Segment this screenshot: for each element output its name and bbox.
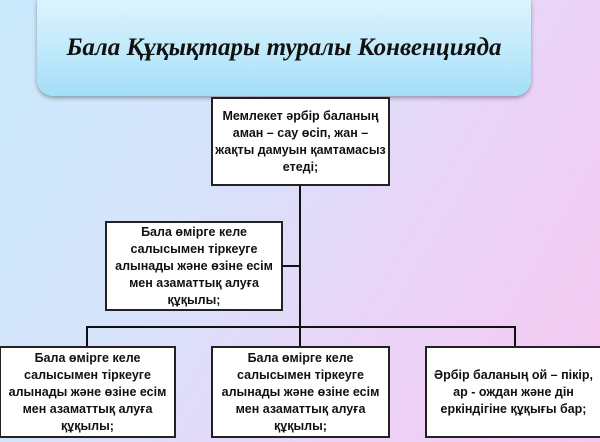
node-root: Мемлекет әрбір баланың аман – сау өсіп, … (211, 97, 390, 186)
node-bottom-left: Бала өмірге келе салысымен тіркеуге алын… (0, 346, 176, 438)
connector-trunk (299, 185, 301, 328)
title-banner: Бала Құқықтары туралы Конвенцияда (37, 0, 531, 96)
connector-horizontal (86, 326, 516, 328)
node-middle: Бала өмірге келе салысымен тіркеуге алын… (105, 221, 283, 311)
connector-center-drop (299, 326, 301, 347)
connector-middle (282, 265, 300, 267)
connector-left-drop (86, 326, 88, 347)
node-bottom-center: Бала өмірге келе салысымен тіркеуге алын… (211, 346, 390, 438)
node-bottom-right: Әрбір баланың ой – пікір, ар - ождан жән… (425, 346, 600, 438)
title-text: Бала Құқықтары туралы Конвенцияда (66, 34, 502, 61)
connector-right-drop (514, 326, 516, 347)
